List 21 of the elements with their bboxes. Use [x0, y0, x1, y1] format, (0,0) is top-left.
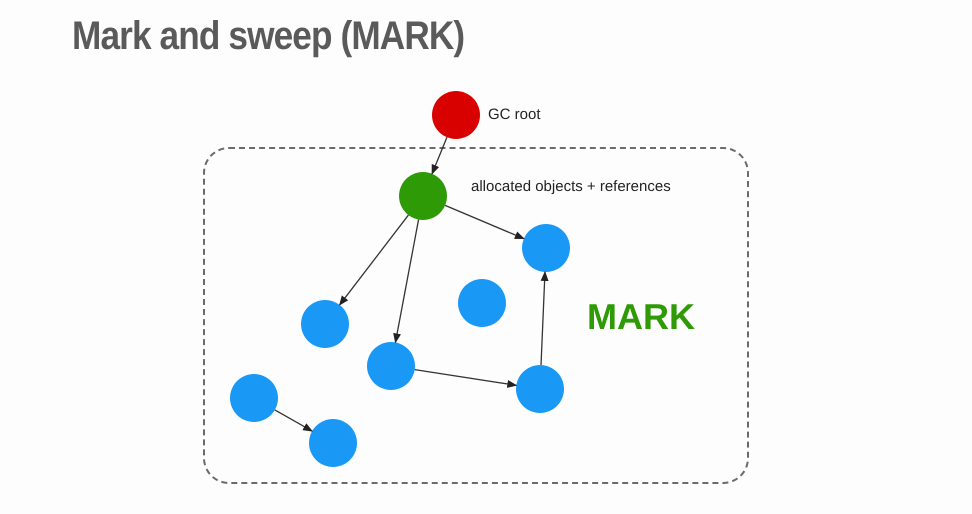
circle-node — [458, 279, 506, 327]
title: Mark and sweep (MARK) — [72, 14, 464, 59]
arrow — [338, 214, 409, 306]
circle-node — [516, 365, 564, 413]
circle-node — [367, 342, 415, 390]
circle-node — [432, 91, 480, 139]
region-heading: MARK — [587, 296, 695, 338]
arrow — [444, 204, 525, 240]
node-caption: GC root — [488, 106, 541, 123]
arrow — [274, 409, 314, 432]
dashed-region — [203, 147, 749, 484]
arrow — [414, 369, 518, 388]
circle-node — [301, 300, 349, 348]
circle-node — [230, 374, 278, 422]
circle-node — [309, 419, 357, 467]
circle-node — [399, 172, 447, 220]
arrow — [540, 270, 549, 366]
arrow — [431, 136, 448, 175]
circle-node — [522, 224, 570, 272]
region-label: allocated objects + references — [471, 178, 671, 195]
arrow — [393, 219, 420, 344]
